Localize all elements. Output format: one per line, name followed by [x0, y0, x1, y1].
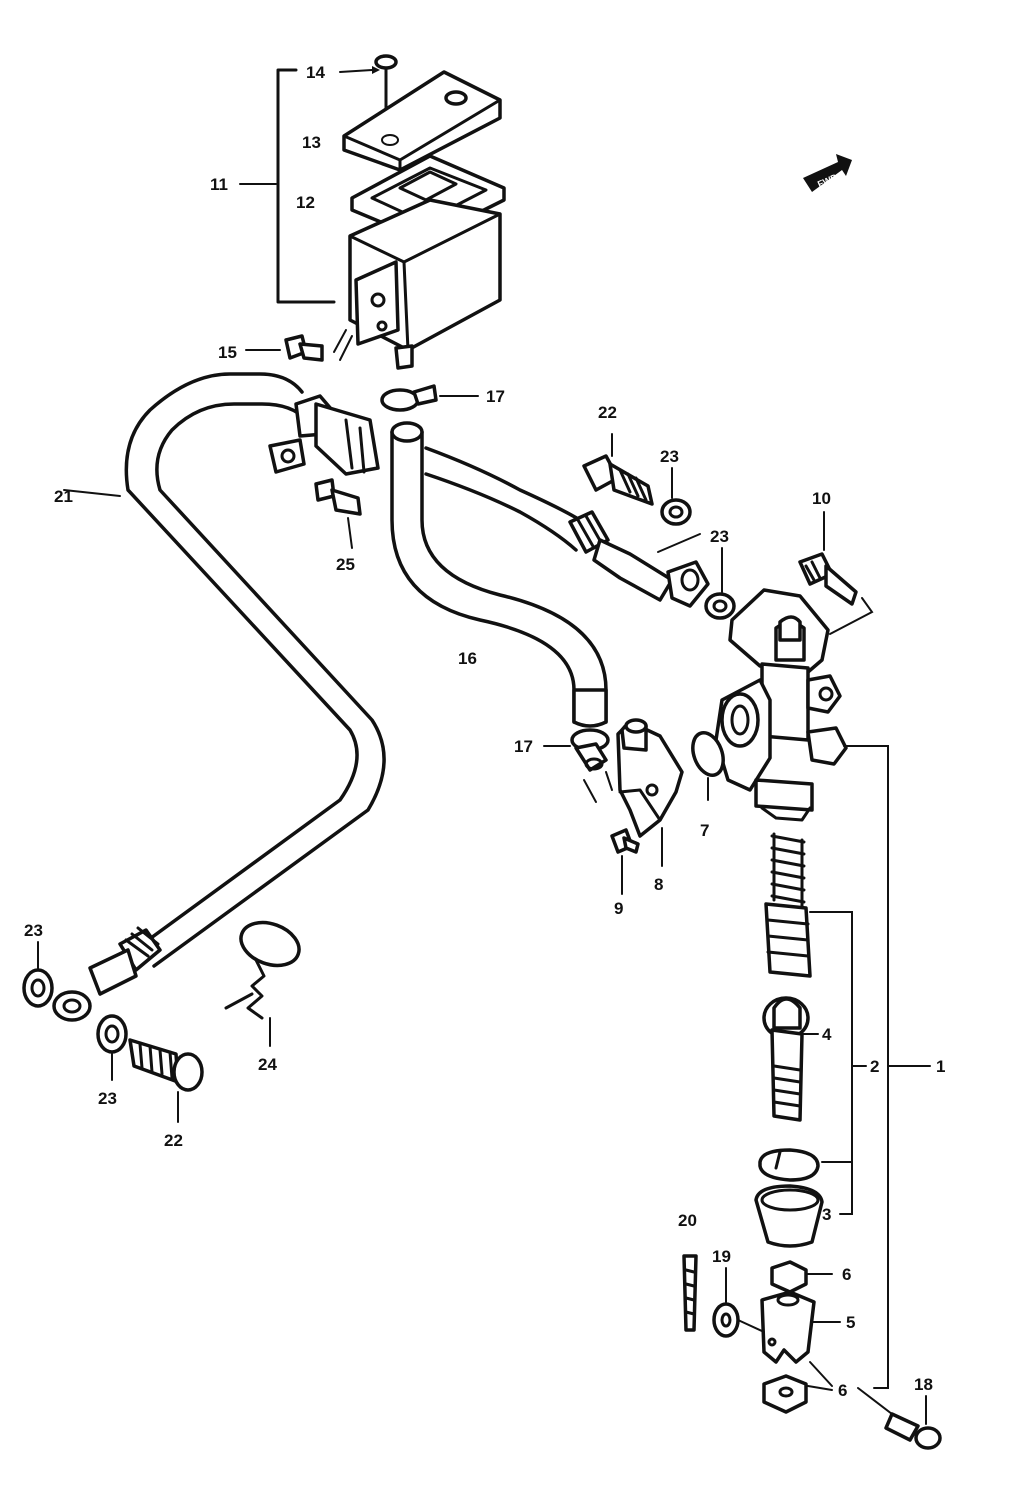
master-cylinder-hose	[424, 446, 710, 608]
cotter-pin	[682, 1254, 698, 1332]
front-direction-arrow: FWD	[803, 154, 852, 192]
callout-19: 19	[712, 1247, 731, 1266]
callout-21: 21	[54, 487, 73, 506]
banjo-bolt-10	[798, 511, 874, 635]
washer-lower-left-23	[22, 941, 54, 1008]
callout-4: 4	[822, 1025, 832, 1044]
callout-14: 14	[306, 63, 325, 82]
callout-5: 5	[846, 1313, 855, 1332]
snap-ring	[758, 1148, 820, 1182]
callout-1: 1	[936, 1057, 945, 1076]
reservoir-mount-bolt	[245, 329, 353, 362]
piston	[762, 996, 819, 1122]
reservoir-body	[348, 198, 502, 370]
callout-17a: 17	[486, 387, 505, 406]
union-bolt-25	[314, 478, 362, 549]
callout-12: 12	[296, 193, 315, 212]
callout-13: 13	[302, 133, 321, 152]
washer-upper-23	[657, 467, 701, 553]
callout-23c: 23	[24, 921, 43, 940]
callout-23d: 23	[98, 1089, 117, 1108]
reservoir-cap	[342, 70, 502, 172]
clevis-pin	[857, 1387, 942, 1450]
washer-19	[712, 1267, 765, 1338]
callout-22b: 22	[164, 1131, 183, 1150]
piston-cup	[764, 902, 812, 978]
callout-25: 25	[336, 555, 355, 574]
piston-spring	[770, 832, 806, 908]
hose-clip	[224, 920, 301, 1047]
callout-10: 10	[812, 489, 831, 508]
piston-kit-bracket	[809, 911, 867, 1215]
union-bolt-lower	[128, 1038, 204, 1123]
dust-boot	[754, 1184, 824, 1248]
hose-clamp-upper	[380, 384, 479, 412]
lock-nut-upper	[770, 1260, 833, 1294]
o-ring	[691, 731, 725, 801]
callout-8: 8	[654, 875, 663, 894]
callout-17b: 17	[514, 737, 533, 756]
lock-nut-lower	[762, 1361, 833, 1414]
callout-23b: 23	[710, 527, 729, 546]
callout-2: 2	[870, 1057, 879, 1076]
callout-15: 15	[218, 343, 237, 362]
master-cylinder-body	[714, 588, 848, 822]
callout-23a: 23	[660, 447, 679, 466]
callout-20: 20	[678, 1211, 697, 1230]
callout-18: 18	[914, 1375, 933, 1394]
cap-screw	[339, 54, 398, 110]
washer-lower-23	[96, 1014, 128, 1081]
joint-screw	[610, 828, 640, 895]
hose-joint	[616, 718, 684, 867]
callout-6b: 6	[838, 1381, 847, 1400]
reservoir-hose	[390, 421, 608, 728]
callout-24: 24	[258, 1055, 277, 1074]
washer-cylinder-23	[704, 547, 736, 620]
push-rod-clevis	[760, 1290, 841, 1364]
callout-11: 11	[210, 175, 228, 194]
reservoir-bracket-lines	[239, 68, 336, 304]
callout-22a: 22	[598, 403, 617, 422]
callout-7: 7	[700, 821, 709, 840]
callout-9: 9	[614, 899, 623, 918]
hose-clamp-lower	[543, 728, 613, 803]
union-bolt-upper	[582, 433, 654, 506]
master-cylinder-bracket	[843, 745, 931, 1389]
callout-6a: 6	[842, 1265, 851, 1284]
brake-hose	[52, 372, 386, 1022]
callout-3: 3	[822, 1205, 831, 1224]
callout-16: 16	[458, 649, 477, 668]
